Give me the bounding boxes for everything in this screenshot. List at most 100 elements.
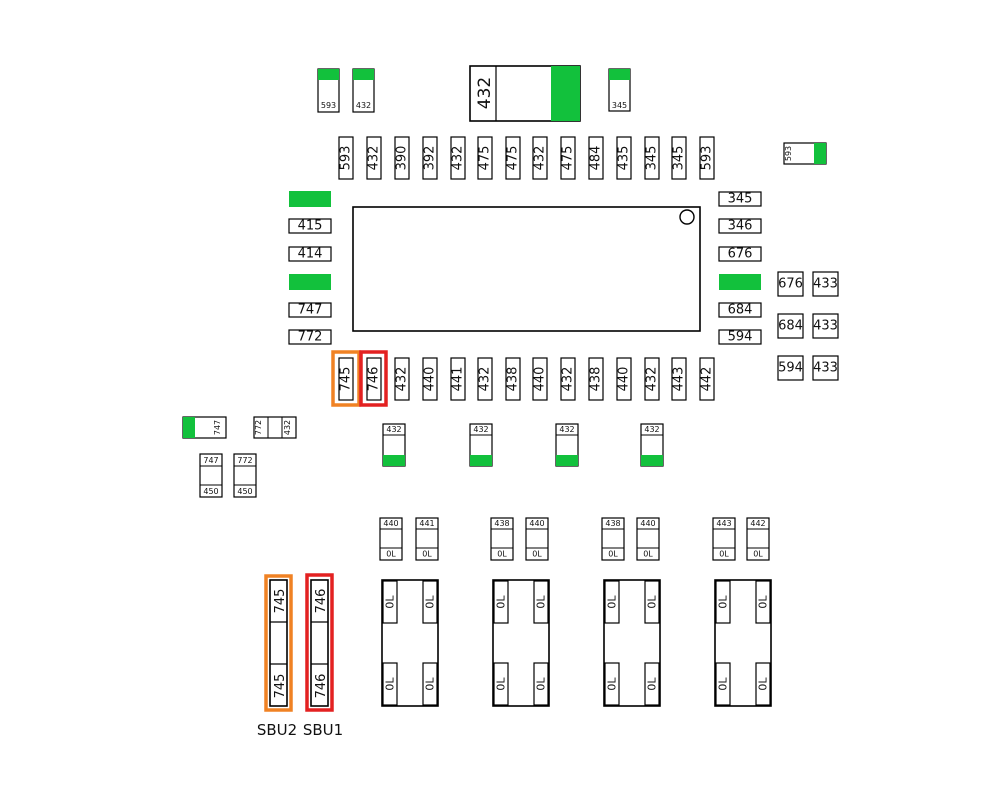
ic-top-pin: 475 (505, 136, 521, 180)
ic-bottom-pin: 442 (699, 357, 715, 401)
sbu1-caption: SBU1 (303, 721, 343, 739)
right-grid-part: 433 (812, 313, 839, 339)
ic-bottom-pin: 440 (422, 357, 438, 401)
right-grid-part-label: 684 (778, 319, 803, 334)
small-pair-top-label: 442 (750, 519, 765, 528)
cap-432: 432 (555, 423, 579, 467)
cap-432: 432 (640, 423, 664, 467)
ic-left-pin-label: 415 (298, 219, 323, 234)
ic-left-pin: 414 (288, 246, 332, 262)
small-pair-part: 438 0L (490, 517, 514, 561)
right-grid-part: 433 (812, 355, 839, 381)
ic-right-pin (719, 274, 761, 290)
ic-top-pin-label: 345 (672, 146, 687, 171)
ic-right-pin-label: 345 (728, 192, 753, 207)
right-grid-part: 594 (777, 355, 804, 381)
ic-bottom-pin: 746 (366, 357, 382, 401)
small-pair-bottom-label: 0L (497, 550, 507, 559)
ic-bottom-pin-label: 438 (589, 367, 604, 392)
large-block-pad-label: 0L (757, 677, 770, 691)
large-block-pad-label: 0L (495, 595, 508, 609)
ic-left-pin: 747 (288, 302, 332, 318)
sbu2-pad-top-label: 745 (273, 589, 288, 614)
pin1-marker-icon (679, 209, 695, 225)
top-large-part-label: 432 (475, 77, 495, 109)
small-pair-top-label: 440 (640, 519, 655, 528)
large-block-pad-label: 0L (424, 595, 437, 609)
ic-top-pin: 432 (532, 136, 548, 180)
ic-bottom-pin: 440 (532, 357, 548, 401)
right-grid-part-label: 433 (813, 319, 838, 334)
large-block-pad-label: 0L (646, 595, 659, 609)
ic-top-pin-label: 432 (367, 146, 382, 171)
ic-top-pin-label: 475 (478, 146, 493, 171)
small-pair-top-label: 443 (716, 519, 731, 528)
sbu1-pad-top-label: 746 (314, 589, 329, 614)
ic-top-pin-label: 475 (561, 146, 576, 171)
ic-left-pin: 772 (288, 329, 332, 345)
left-vertical-part-772-bottom: 450 (237, 487, 252, 496)
top-part-432-small: 432 (352, 68, 375, 113)
ic-bottom-pin-label: 438 (506, 367, 521, 392)
ic-bottom-pin: 441 (450, 357, 466, 401)
ic-left-pin: 415 (288, 218, 332, 234)
ic-bottom-pin-label: 746 (367, 367, 382, 392)
small-pair-top-label: 440 (529, 519, 544, 528)
sbu1-pin-highlight (359, 350, 388, 407)
cap-row-432: 432 432 432 432 (382, 423, 664, 467)
top-part-593: 593 (317, 68, 340, 113)
sbu1-highlight (305, 573, 334, 712)
sbu2-caption: SBU2 (257, 721, 297, 739)
cap-432-label: 432 (644, 425, 659, 434)
small-pair-top-label: 440 (383, 519, 398, 528)
left-horizontal-part-432-label: 432 (283, 420, 292, 435)
ic-bottom-pin: 438 (588, 357, 604, 401)
large-block-pad-label: 0L (495, 677, 508, 691)
right-grid-part: 433 (812, 271, 839, 297)
large-block-pad-label: 0L (757, 595, 770, 609)
ic-top-pin: 345 (644, 136, 660, 180)
ic-bottom-pin: 432 (560, 357, 576, 401)
sbu2-connector: 745 745 (264, 574, 293, 712)
ic-top-pin-label: 432 (533, 146, 548, 171)
ic-top-pin: 484 (588, 136, 604, 180)
right-grid-part-label: 594 (778, 361, 803, 376)
right-grid-part: 684 (777, 313, 804, 339)
top-large-part: 432 (469, 65, 581, 122)
large-block-pad-label: 0L (384, 595, 397, 609)
small-pair-top-label: 441 (419, 519, 434, 528)
ic-bottom-pin-label: 440 (617, 367, 632, 392)
ic-top-pin-label: 475 (506, 146, 521, 171)
left-horizontal-part-772-label: 772 (254, 420, 263, 435)
ic-bottom-pin-label: 441 (451, 367, 466, 392)
ic-bottom-pin-label: 442 (700, 367, 715, 392)
ic-top-pin-label: 392 (423, 146, 438, 171)
sbu1-connector: 746 746 (305, 573, 334, 712)
large-block-pad-label: 0L (717, 595, 730, 609)
left-vertical-part-772: 772 450 (233, 453, 257, 498)
ic-bottom-pin: 432 (477, 357, 493, 401)
far-right-part-593: 593 (783, 142, 827, 165)
left-horizontal-part-747-label: 747 (213, 420, 222, 435)
ic-bottom-pin-label: 440 (533, 367, 548, 392)
ic-bottom-pin-label: 432 (395, 367, 410, 392)
cap-432: 432 (469, 423, 493, 467)
sbu2-pad-bottom-label: 745 (273, 674, 288, 699)
ic-right-pin: 594 (718, 329, 762, 345)
ic-top-pin: 435 (616, 136, 632, 180)
ic-bottom-pin-label: 745 (339, 367, 354, 392)
ic-top-pin-label: 345 (645, 146, 660, 171)
cap-432-label: 432 (386, 425, 401, 434)
ic-bottom-pin: 432 (644, 357, 660, 401)
right-grid-part-label: 433 (813, 277, 838, 292)
large-block-pad-label: 0L (646, 677, 659, 691)
ic-right-pin: 346 (718, 218, 762, 234)
small-pair-top-label: 438 (494, 519, 509, 528)
